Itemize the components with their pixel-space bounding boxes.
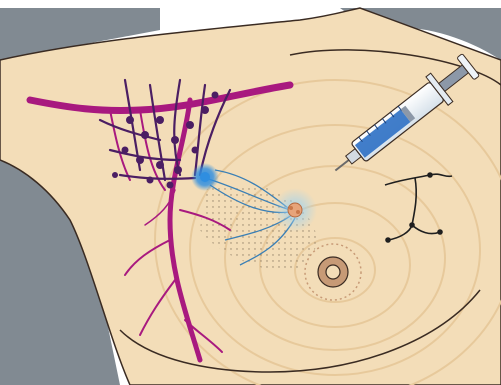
tumor-icon	[273, 188, 317, 232]
sentinel-node-icon	[191, 163, 219, 191]
